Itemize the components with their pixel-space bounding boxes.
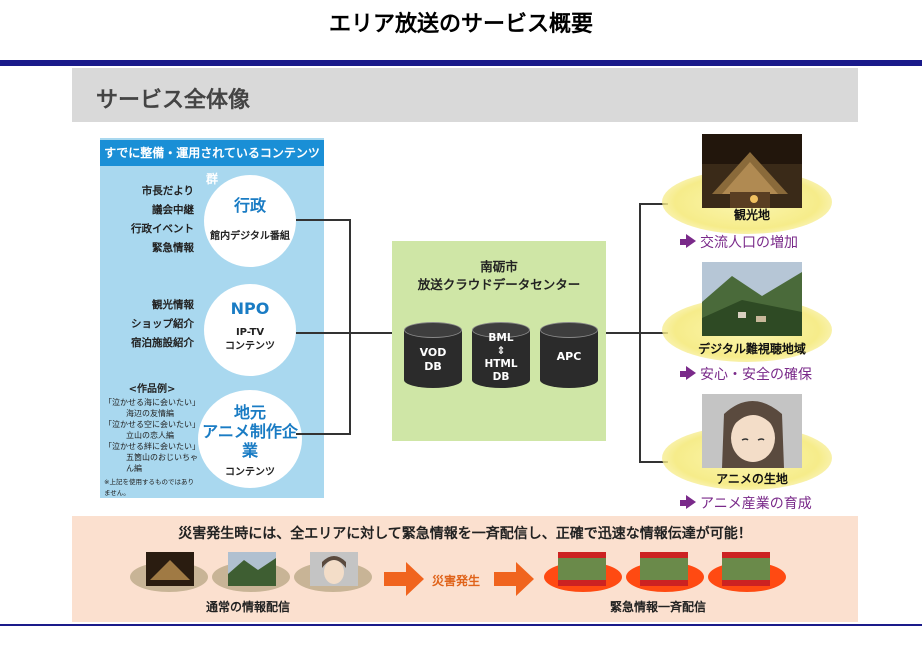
anime-place-effect: アニメ産業の育成 xyxy=(680,493,812,513)
anime-place-photo xyxy=(702,394,802,468)
arrow-icon xyxy=(686,234,696,248)
normal-thumb-mountain xyxy=(228,552,276,586)
city-name: 南砺市 xyxy=(480,259,518,274)
emergency-thumb xyxy=(558,552,606,586)
anime-circle-sub: コンテンツ xyxy=(225,467,275,478)
digital-area-label: デジタル難視聴地域 xyxy=(698,342,806,356)
npo-circle-sub: IP-TV xyxy=(235,327,265,338)
npo-item: 宿泊施設紹介 xyxy=(131,337,194,349)
arrow-icon xyxy=(686,495,696,509)
works-note: ※上記を使用するものではありません。 xyxy=(104,478,194,497)
orange-arrow-icon xyxy=(384,562,424,596)
npo-circle-title: NPO xyxy=(230,299,270,318)
npo-item: 観光情報 xyxy=(152,299,194,311)
effect-text: 交流人口の増加 xyxy=(700,235,798,251)
arrow-icon xyxy=(680,239,686,245)
gov-circle-sub: 館内デジタル番組 xyxy=(210,231,290,242)
work-title: 「泣かせる絆に会いたい」 xyxy=(104,442,200,451)
tourist-spot-label: 観光地 xyxy=(733,208,770,222)
normal-thumb-tourist xyxy=(146,552,194,586)
tourist-spot-photo xyxy=(702,134,802,208)
db-label: DB xyxy=(424,360,442,373)
gov-item: 行政イベント xyxy=(131,223,194,235)
vod-db-cylinder: VOD DB xyxy=(404,322,462,388)
emergency-delivery-label: 緊急情報一斉配信 xyxy=(610,600,707,614)
disaster-occurs-label: 災害発生 xyxy=(432,574,481,588)
section-bar xyxy=(72,68,858,122)
work-subtitle: 海辺の友情編 xyxy=(126,409,174,418)
disaster-headline: 災害発生時には、全エリアに対して緊急情報を一斉配信し、正確で迅速な情報伝達が可能… xyxy=(178,526,752,542)
left-bracket-line xyxy=(296,219,351,435)
normal-delivery-label: 通常の情報配信 xyxy=(206,600,291,614)
gov-item: 議会中継 xyxy=(152,204,194,216)
anime-circle-title: 地元 xyxy=(233,403,266,422)
digital-area-photo xyxy=(702,262,802,336)
gov-circle: 行政 館内デジタル番組 xyxy=(204,175,296,267)
npo-item: ショップ紹介 xyxy=(131,318,194,330)
double-arrow-icon: ⇕ xyxy=(496,345,506,357)
datacenter-name: 放送クラウドデータセンター xyxy=(417,277,581,292)
gov-item: 市長だより xyxy=(141,185,194,197)
anime-circle-title: アニメ制作企業 xyxy=(202,422,298,460)
npo-circle-sub: コンテンツ xyxy=(225,341,275,352)
content-panel-header: すでに整備・運用されているコンテンツ群 xyxy=(100,140,324,186)
effect-text: アニメ産業の育成 xyxy=(700,496,812,512)
work-title: 「泣かせる海に会いたい」 xyxy=(104,398,200,407)
arrow-icon xyxy=(680,371,686,377)
npo-item-list: 観光情報 ショップ紹介 宿泊施設紹介 xyxy=(104,296,194,353)
top-rule xyxy=(0,60,922,66)
page-title: エリア放送のサービス概要 xyxy=(328,11,593,37)
cloud-datacenter-title: 南砺市 放送クラウドデータセンター xyxy=(392,258,606,294)
gov-item: 緊急情報 xyxy=(152,242,194,254)
work-title: 「泣かせる空に会いたい」 xyxy=(104,420,200,429)
db-label: APC xyxy=(556,350,582,363)
npo-circle: NPO IP-TV コンテンツ xyxy=(204,284,296,376)
anime-place-label: アニメの生地 xyxy=(716,472,788,486)
digital-area-effect: 安心・安全の確保 xyxy=(680,364,812,384)
effect-text: 安心・安全の確保 xyxy=(700,367,812,383)
db-label: BML xyxy=(488,332,514,344)
work-subtitle: 五箇山のおじいちゃん編 xyxy=(126,453,198,473)
anime-circle: 地元 アニメ制作企業 コンテンツ xyxy=(198,390,302,488)
apc-cylinder: APC xyxy=(540,322,598,388)
bml-html-db-cylinder: BML ⇕ HTML DB xyxy=(472,322,530,388)
gov-circle-title: 行政 xyxy=(233,196,266,215)
arrow-icon xyxy=(686,366,696,380)
orange-arrow-icon xyxy=(494,562,534,596)
tourist-spot-effect: 交流人口の増加 xyxy=(680,232,798,252)
gov-item-list: 市長だより 議会中継 行政イベント 緊急情報 xyxy=(104,182,194,258)
section-title: サービス全体像 xyxy=(96,88,251,113)
emergency-thumb xyxy=(640,552,688,586)
db-label: VOD xyxy=(419,346,447,359)
works-head: <作品例> xyxy=(128,384,176,395)
emergency-thumb xyxy=(722,552,770,586)
arrow-icon xyxy=(680,500,686,506)
normal-thumb-anime xyxy=(310,552,358,586)
db-label: HTML xyxy=(484,358,518,370)
bottom-rule xyxy=(0,624,922,626)
works-examples: <作品例> 「泣かせる海に会いたい」 海辺の友情編 「泣かせる空に会いたい」 立… xyxy=(104,384,200,499)
db-label: DB xyxy=(492,371,510,383)
work-subtitle: 立山の恋人編 xyxy=(126,431,174,440)
